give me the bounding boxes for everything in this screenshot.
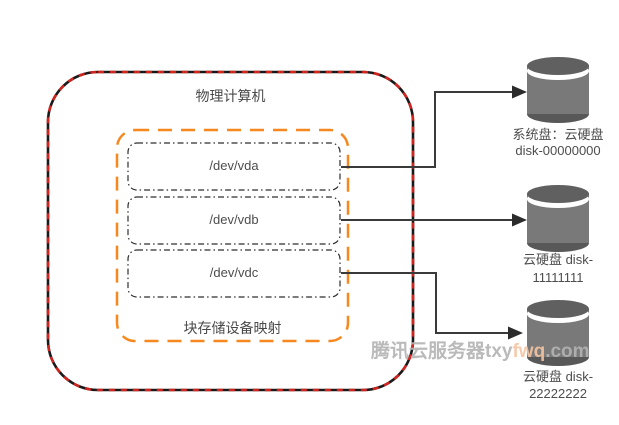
arrowhead-icon	[508, 326, 523, 340]
arrow-vda-to-system-disk	[341, 85, 527, 168]
device-box-vdb	[127, 196, 341, 245]
block-mapping-border	[115, 128, 350, 343]
cloud-disk-icon-2	[527, 300, 589, 366]
cloud-disk2-label-line1: 云硬盘 disk-	[522, 369, 594, 384]
device-label-vdb: /dev/vdb	[209, 212, 259, 227]
arrowhead-icon	[512, 213, 527, 227]
arrow-vdb-to-disk1	[341, 213, 527, 227]
system-disk-label-line1: 系统盘：云硬盘	[512, 127, 604, 142]
watermark-text-cn: 腾讯云服务器	[371, 341, 486, 362]
device-box-vdc	[127, 249, 341, 298]
block-mapping-label: 块存储设备映射	[183, 320, 282, 336]
device-label-vdc: /dev/vdc	[209, 265, 259, 280]
physical-machine-title: 物理计算机	[195, 88, 266, 104]
cloud-disk-icon-system	[527, 57, 589, 123]
physical-machine-border	[46, 70, 415, 392]
cloud-disk-icon-1	[527, 185, 589, 252]
watermark-text-fwq: fwq	[512, 341, 546, 362]
device-label-vda: /dev/vda	[209, 158, 259, 173]
device-box-vda	[127, 142, 341, 191]
watermark-text-txy: txy	[485, 341, 513, 362]
cloud-disk1-label-line1: 云硬盘 disk-	[522, 252, 594, 267]
arrowhead-icon	[512, 85, 527, 99]
watermark-text-com: .com	[545, 341, 590, 362]
cloud-disk2-label-line2: 22222222	[529, 386, 587, 401]
watermark: 腾讯云服务器txyfwq.com	[371, 336, 590, 363]
arrow-vdc-to-disk2	[341, 272, 523, 340]
cloud-disk1-label-line2: 11111111	[532, 270, 584, 285]
system-disk-label-line2: disk-00000000	[515, 143, 601, 158]
